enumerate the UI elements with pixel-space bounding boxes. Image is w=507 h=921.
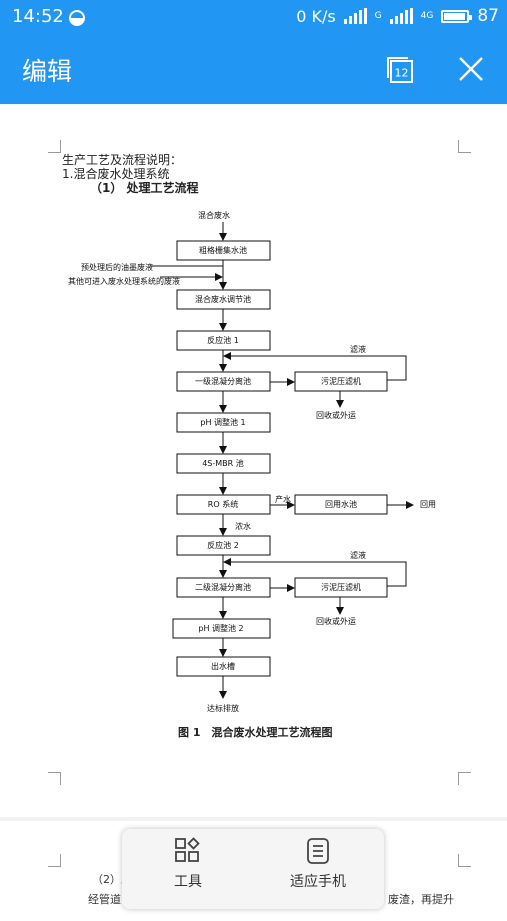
- bottom-action-popup: 工具 适应手机: [122, 829, 384, 909]
- flow-box-filter-press-1: [294, 371, 388, 392]
- flow-box7-label: RO 系统: [208, 499, 238, 509]
- flow-filtrate2: 滤液: [350, 550, 366, 560]
- toolbar-title: 编辑: [22, 57, 73, 86]
- clock: 14:52: [12, 6, 64, 27]
- page2-text: 经管道: [88, 893, 121, 906]
- flow-box11-label: 出水槽: [211, 661, 235, 671]
- flow-box10-label: pH 调整池 2: [198, 623, 243, 633]
- flow-filtrate1: 滤液: [350, 344, 366, 354]
- fit-phone-button[interactable]: 适应手机: [258, 837, 378, 891]
- flow-product-water: 产水: [275, 494, 291, 504]
- network-speed: 0 K/s: [296, 6, 336, 26]
- process-flow-diagram: 混合废水 粗格栅集水池 混合废水调节池 反应池 1 一级混凝分离池 污泥压滤机 …: [68, 210, 436, 713]
- status-bar: 14:52 0 K/s G 4G 87: [0, 0, 507, 36]
- battery-level: 87: [477, 6, 499, 26]
- flow-input: 混合废水: [198, 210, 230, 220]
- figure-caption: 图 1 混合废水处理工艺流程图: [178, 726, 333, 739]
- flow-box-filter-press-2: [294, 577, 388, 598]
- flow-return-arrow: [223, 558, 407, 587]
- flow-disposal1: 回收或外运: [316, 410, 356, 420]
- network-type-2: 4G: [420, 11, 434, 21]
- flow-box4-label: 一级混凝分离池: [195, 376, 251, 386]
- doc-heading: 生产工艺及流程说明：: [62, 153, 183, 167]
- app-toolbar: 编辑 12: [0, 36, 507, 104]
- network-type-1: G: [374, 11, 382, 21]
- battery-icon: [441, 9, 473, 23]
- flow-box5-label: pH 调整池 1: [200, 417, 245, 427]
- flow-box9-label: 二级混凝分离池: [195, 582, 251, 592]
- fit-phone-label: 适应手机: [290, 874, 346, 890]
- flow-side-input2: 其他可进入废水处理系统的废液: [68, 276, 180, 286]
- page-count: 12: [395, 67, 409, 80]
- tools-button[interactable]: 工具: [128, 837, 248, 891]
- page-corner-mark: [48, 140, 61, 153]
- flow-concentrate: 浓水: [235, 521, 251, 531]
- flow-output: 达标排放: [207, 703, 239, 713]
- flow-filter2-label: 污泥压滤机: [321, 582, 361, 592]
- document-page-1: 生产工艺及流程说明： 1.混合废水处理系统 （1） 处理工艺流程: [0, 104, 507, 817]
- document-viewer[interactable]: 生产工艺及流程说明： 1.混合废水处理系统 （1） 处理工艺流程: [0, 104, 507, 921]
- flow-box8-label: 反应池 2: [207, 540, 239, 550]
- page-thumbnails-button[interactable]: 12: [386, 56, 414, 84]
- flow-reuse-pool-label: 回用水池: [325, 499, 357, 509]
- flow-box6-label: 4S-MBR 池: [202, 458, 244, 468]
- flow-reuse: 回用: [420, 500, 436, 509]
- page-corner-mark: [458, 140, 471, 153]
- page-corner-mark: [458, 854, 471, 867]
- flow-box3-label: 反应池 1: [207, 335, 239, 345]
- page-corner-mark: [48, 772, 61, 785]
- doc-subsection: （1） 处理工艺流程: [90, 181, 199, 195]
- flow-box2-label: 混合废水调节池: [195, 294, 251, 304]
- flow-disposal2: 回收或外运: [316, 616, 356, 626]
- tools-label: 工具: [174, 874, 202, 890]
- battery-fill: [444, 12, 466, 20]
- fit-to-phone-icon: [307, 838, 329, 864]
- flow-box-ph-adjust-2: [172, 618, 271, 639]
- page-corner-mark: [48, 854, 61, 867]
- signal-icon-2: [389, 8, 413, 24]
- page2-text: 废渣，再提升: [388, 893, 454, 906]
- close-icon[interactable]: [456, 54, 486, 84]
- page-corner-mark: [458, 772, 471, 785]
- do-not-disturb-icon: [69, 10, 85, 26]
- doc-section: 1.混合废水处理系统: [62, 167, 170, 181]
- flow-return-arrow: [223, 352, 407, 381]
- flow-filter1-label: 污泥压滤机: [321, 376, 361, 386]
- tools-icon: [175, 837, 200, 862]
- flow-box1-label: 粗格栅集水池: [199, 245, 247, 255]
- flow-side-input1: 预处理后的油墨废液: [81, 262, 153, 272]
- signal-icon: [343, 8, 367, 24]
